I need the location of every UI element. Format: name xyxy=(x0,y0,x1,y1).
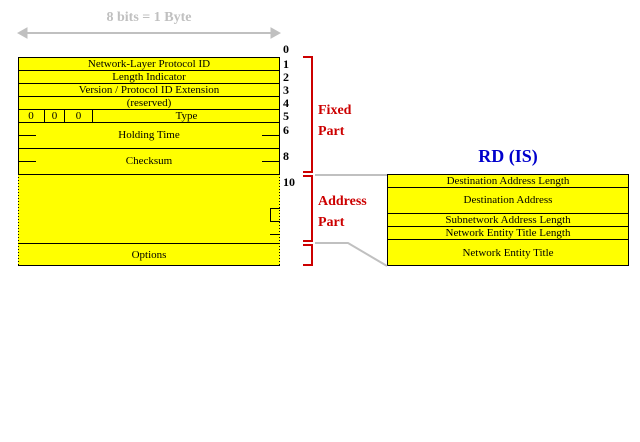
octet-3: 3 xyxy=(283,83,289,97)
address-part-line2: Part xyxy=(318,215,345,230)
field-protocol-id: Network-Layer Protocol ID xyxy=(18,57,280,70)
fixed-part-label: Fixed Part xyxy=(318,100,351,142)
octet-2: 2 xyxy=(283,70,289,84)
address-part-line1: Address xyxy=(318,194,367,209)
rd-field-net-title-len: Network Entity Title Length xyxy=(387,226,629,239)
field-options: Options xyxy=(18,243,280,266)
rd-title: RD (IS) xyxy=(478,146,538,166)
octet-5: 5 xyxy=(283,109,289,123)
field-type-row: 0 0 0 Type xyxy=(18,109,280,122)
field-type: Type xyxy=(175,109,198,122)
field-address-area xyxy=(18,174,280,243)
fixed-part-line2: Part xyxy=(318,124,345,139)
rd-field-subnet-addr-len: Subnetwork Address Length xyxy=(387,213,629,226)
field-holding-time: Holding Time xyxy=(18,122,280,148)
address-part-label: Address Part xyxy=(318,191,367,233)
ruler-label: 8 bits = 1 Byte xyxy=(106,10,192,25)
rd-field-dest-addr-len: Destination Address Length xyxy=(387,174,629,187)
field-reserved: (reserved) xyxy=(18,96,280,109)
octet-4: 4 xyxy=(283,96,289,110)
octet-1: 1 xyxy=(283,57,289,71)
octet-8: 8 xyxy=(283,149,289,163)
bit-1: 0 xyxy=(45,109,65,122)
bit-0: 0 xyxy=(18,109,45,122)
field-length-indicator: Length Indicator xyxy=(18,70,280,83)
rd-field-dest-addr: Destination Address xyxy=(387,187,629,213)
field-version: Version / Protocol ID Extension xyxy=(18,83,280,96)
byte-ruler xyxy=(16,27,282,39)
part-brackets xyxy=(303,56,313,266)
rd-block-borders xyxy=(387,174,629,266)
rd-field-net-title: Network Entity Title xyxy=(387,239,629,266)
fixed-part-line1: Fixed xyxy=(318,103,352,118)
field-checksum: Checksum xyxy=(18,148,280,174)
octet-10: 10 xyxy=(283,175,295,189)
octet-6: 6 xyxy=(283,123,289,137)
rd-connectors xyxy=(315,174,388,267)
left-block-borders xyxy=(18,57,280,266)
bit-2: 0 xyxy=(65,109,93,122)
octet-0: 0 xyxy=(283,42,289,56)
